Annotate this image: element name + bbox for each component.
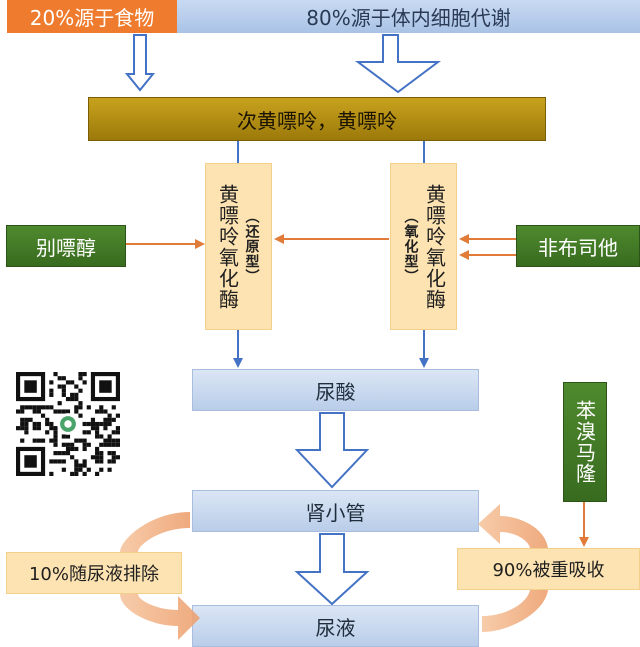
- excreted-box: 10%随尿液排除: [6, 552, 182, 594]
- benzbromarone-label: 苯溴马隆: [572, 400, 597, 484]
- enzyme-oxidized-type: （氧化型）: [402, 209, 419, 284]
- enzyme-reduced-type: （还原型）: [243, 209, 260, 284]
- urine-label: 尿液: [315, 615, 356, 640]
- excreted-label: 10%随尿液排除: [28, 564, 159, 585]
- febuxostat-box: 非布司他: [516, 225, 640, 267]
- enzyme-reduced-box: 黄嘌呤氧化酶 （还原型）: [205, 163, 272, 330]
- food-down-arrow: [124, 34, 156, 92]
- renal-tubule-label: 肾小管: [305, 500, 366, 525]
- uric-acid-label: 尿酸: [315, 379, 356, 404]
- right-curved-arrow-lower: [482, 590, 548, 632]
- left-curved-arrow: [120, 512, 190, 552]
- metabolism-source-box: 80%源于体内细胞代谢: [177, 0, 640, 33]
- uric-to-tubule-arrow: [294, 412, 370, 489]
- uric-acid-box: 尿酸: [192, 369, 479, 411]
- reabsorbed-label: 90%被重吸收: [492, 560, 605, 581]
- purines-box: 次黄嘌呤，黄嘌呤: [88, 97, 546, 141]
- renal-tubule-box: 肾小管: [192, 490, 479, 532]
- metabolism-down-arrow: [355, 34, 441, 94]
- left-curved-arrow-lower: [120, 594, 200, 640]
- enzyme-oxidized-box: 黄嘌呤氧化酶 （氧化型）: [390, 163, 457, 330]
- metabolism-source-label: 80%源于体内细胞代谢: [306, 6, 511, 30]
- food-source-label: 20%源于食物: [29, 6, 155, 30]
- food-source-box: 20%源于食物: [7, 0, 177, 33]
- tubule-to-urine-arrow: [294, 533, 370, 606]
- enzyme-oxidized-name: 黄嘌呤氧化酶: [422, 183, 447, 310]
- febuxostat-label: 非布司他: [538, 235, 618, 260]
- qr-code-image: [16, 372, 120, 476]
- allopurinol-box: 别嘌醇: [6, 225, 126, 267]
- benzbromarone-box: 苯溴马隆: [563, 382, 607, 502]
- reabsorbed-box: 90%被重吸收: [457, 548, 640, 590]
- purines-label: 次黄嘌呤，黄嘌呤: [237, 108, 397, 133]
- allopurinol-label: 别嘌醇: [36, 235, 96, 260]
- enzyme-reduced-name: 黄嘌呤氧化酶: [215, 183, 240, 310]
- right-curved-arrow-upper: [478, 504, 548, 548]
